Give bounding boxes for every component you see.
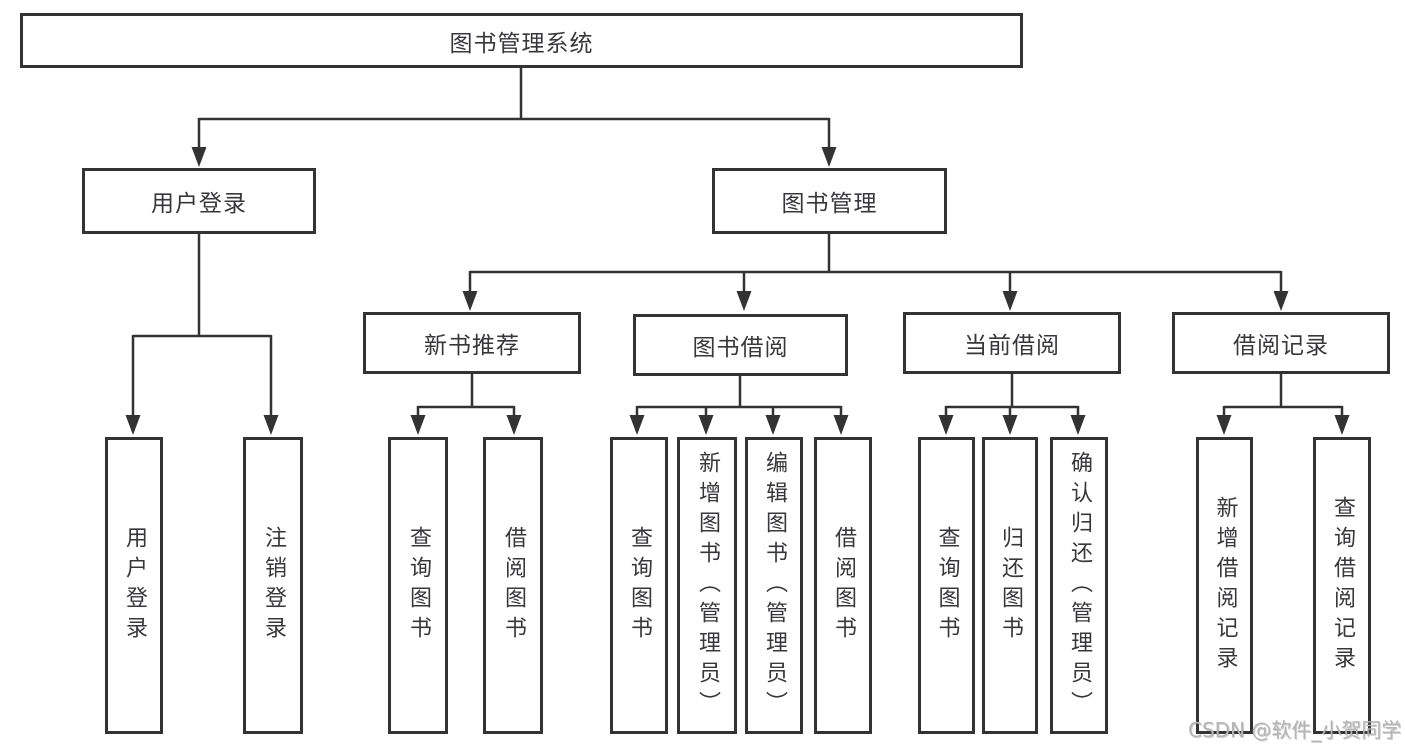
leaf-borrow-edit-books-admin: 编辑图书（管理员） bbox=[745, 437, 803, 734]
connector-user-login-children bbox=[131, 233, 273, 417]
arrowhead-icon bbox=[506, 415, 522, 435]
node-new-book-recommend: 新书推荐 bbox=[363, 312, 581, 374]
leaf-user-login: 用户登录 bbox=[105, 437, 163, 734]
node-library-system: 图书管理系统 bbox=[20, 13, 1023, 68]
arrowhead-icon bbox=[765, 415, 781, 435]
arrowhead-icon bbox=[410, 415, 426, 435]
leaf-current-confirm-return-admin-label: 确认归还（管理员） bbox=[1067, 450, 1092, 721]
node-user-login-label: 用户登录 bbox=[151, 191, 247, 217]
node-current-borrow: 当前借阅 bbox=[903, 312, 1121, 374]
leaf-newbook-borrow-books-label: 借阅图书 bbox=[501, 525, 526, 646]
connector-current-borrow-children bbox=[944, 373, 1080, 417]
leaf-current-return-books-label: 归还图书 bbox=[998, 525, 1023, 646]
leaf-records-add-record-label: 新增借阅记录 bbox=[1212, 495, 1238, 676]
connector-book-borrow-children bbox=[635, 376, 843, 417]
arrowhead-icon bbox=[821, 147, 837, 167]
connector-book-management-children bbox=[468, 233, 1283, 293]
leaf-borrow-add-books-admin: 新增图书（管理员） bbox=[677, 437, 737, 734]
arrowhead-icon bbox=[1273, 291, 1289, 311]
arrowhead-icon bbox=[833, 415, 849, 435]
arrowhead-icon bbox=[462, 291, 478, 311]
leaf-newbook-query-books-label: 查询图书 bbox=[406, 525, 431, 646]
node-book-borrow: 图书借阅 bbox=[633, 314, 848, 376]
leaf-borrow-add-books-admin-label: 新增图书（管理员） bbox=[695, 450, 720, 721]
csdn-watermark: CSDN @软件_小贺同学 bbox=[1188, 718, 1402, 742]
node-borrow-records-label: 借阅记录 bbox=[1233, 333, 1329, 359]
leaf-logout: 注销登录 bbox=[243, 437, 303, 734]
arrowhead-icon bbox=[1334, 415, 1350, 435]
node-current-borrow-label: 当前借阅 bbox=[964, 333, 1060, 359]
node-book-management: 图书管理 bbox=[712, 168, 947, 234]
arrowhead-icon bbox=[1002, 291, 1018, 311]
arrowhead-icon bbox=[736, 291, 752, 311]
node-book-management-label: 图书管理 bbox=[781, 191, 878, 217]
connector-root-to-level2 bbox=[197, 68, 831, 149]
arrowhead-icon bbox=[263, 415, 279, 435]
leaf-current-query-books-label: 查询图书 bbox=[934, 525, 960, 646]
leaf-newbook-borrow-books: 借阅图书 bbox=[483, 437, 543, 734]
arrowhead-icon bbox=[938, 415, 954, 435]
node-new-book-recommend-label: 新书推荐 bbox=[424, 333, 520, 359]
arrowhead-icon bbox=[1070, 415, 1086, 435]
leaf-borrow-borrow-books: 借阅图书 bbox=[814, 437, 872, 734]
arrowhead-icon bbox=[125, 415, 141, 435]
node-book-borrow-label: 图书借阅 bbox=[692, 335, 789, 361]
node-library-system-label: 图书管理系统 bbox=[449, 30, 594, 57]
leaf-records-query-record-label: 查询借阅记录 bbox=[1330, 495, 1355, 676]
arrowhead-icon bbox=[1216, 415, 1232, 435]
arrowhead-icon bbox=[191, 147, 207, 167]
leaf-borrow-query-books-label: 查询图书 bbox=[627, 525, 652, 646]
node-borrow-records: 借阅记录 bbox=[1172, 312, 1390, 374]
arrowhead-icon bbox=[1002, 415, 1018, 435]
leaf-records-add-record: 新增借阅记录 bbox=[1196, 437, 1253, 734]
leaf-current-return-books: 归还图书 bbox=[982, 437, 1038, 734]
leaf-records-query-record: 查询借阅记录 bbox=[1313, 437, 1371, 734]
leaf-current-confirm-return-admin: 确认归还（管理员） bbox=[1050, 437, 1108, 734]
leaf-borrow-query-books: 查询图书 bbox=[610, 437, 668, 734]
leaf-user-login-label: 用户登录 bbox=[122, 525, 147, 646]
leaf-borrow-borrow-books-label: 借阅图书 bbox=[831, 525, 856, 646]
leaf-newbook-query-books: 查询图书 bbox=[388, 437, 448, 734]
arrowhead-icon bbox=[629, 415, 645, 435]
connector-borrow-records-children bbox=[1222, 373, 1344, 417]
leaf-current-query-books: 查询图书 bbox=[918, 437, 975, 734]
node-user-login: 用户登录 bbox=[82, 168, 316, 234]
leaf-logout-label: 注销登录 bbox=[261, 525, 286, 646]
connector-new-book-children bbox=[416, 373, 516, 417]
arrowhead-icon bbox=[698, 415, 714, 435]
leaf-borrow-edit-books-admin-label: 编辑图书（管理员） bbox=[762, 450, 787, 721]
